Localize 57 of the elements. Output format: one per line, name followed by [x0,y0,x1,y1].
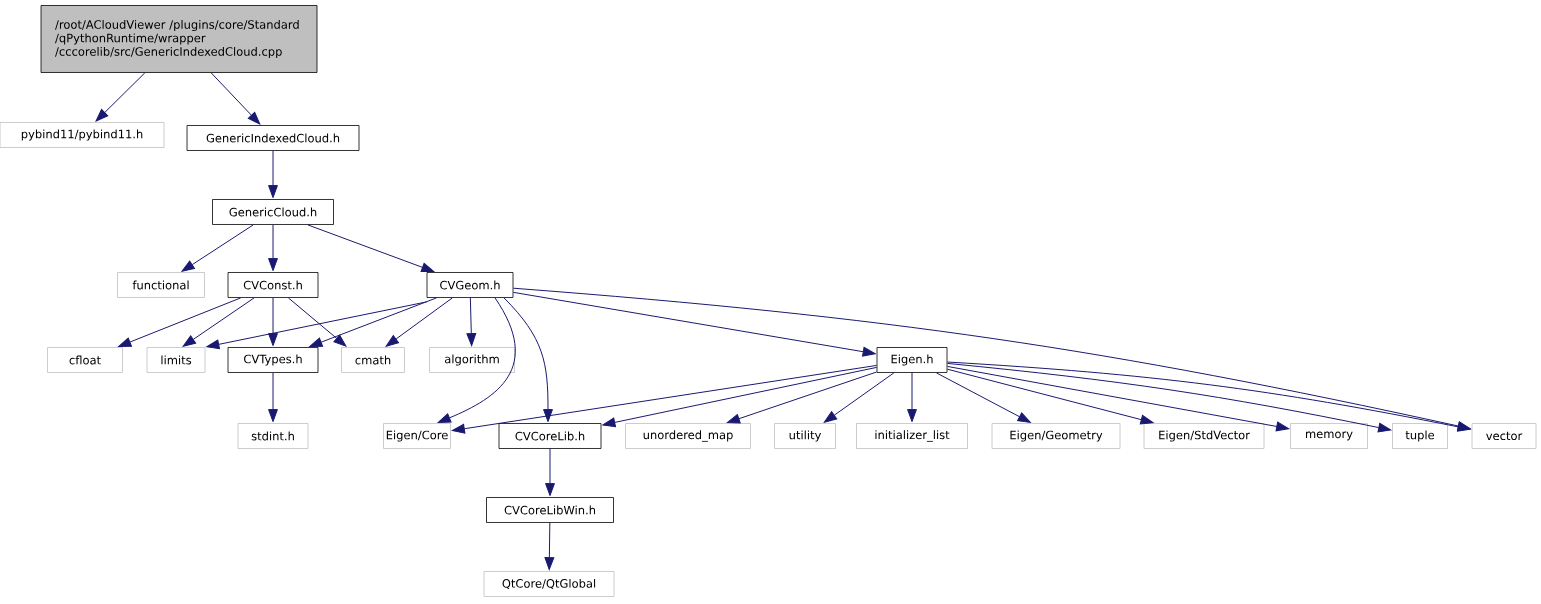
arrow [210,72,261,125]
header-box: utility [774,423,836,449]
header-box: cfloat [47,347,123,373]
header-box: stdint.h [237,423,309,449]
arrow [268,150,278,199]
arrow [503,297,553,423]
header-box: Eigen/StdVector [1143,423,1265,449]
arrow [451,364,878,434]
header-box: CVTypes.h [227,347,319,373]
arrow [309,297,437,348]
arrow [907,372,917,423]
arrow [946,365,1290,432]
header-box: vector [1471,423,1537,449]
arrow [206,301,428,350]
arrow [726,371,878,424]
arrow [437,297,516,423]
header-box: unordered_map [625,423,751,449]
arrow [268,224,278,272]
arrow [935,372,1031,423]
arrow [512,291,876,357]
header-box: functional [117,272,205,298]
arrow [823,372,895,423]
header-box: cmath [341,347,405,373]
header-box: CVCoreLibWin.h [486,497,614,523]
header-box: CVGeom.h [426,272,514,298]
header-box: Eigen/Geometry [991,423,1121,449]
header-box: tuple [1392,423,1448,449]
header-box: limits [146,347,206,373]
file-box: /root/ACloudViewer /plugins/core/Standard /qPythonRuntime/wrapper /cccorelib/src/GenericIndexedCloud.cpp [40,5,318,73]
header-box: GenericCloud.h [212,199,334,225]
header-box: memory [1290,423,1368,449]
header-box: pybind11/pybind11.h [0,122,165,148]
arrow [181,224,254,272]
arrow [268,297,278,347]
header-box: algorithm [429,347,515,373]
arrow [545,448,555,497]
header-box: Eigen.h [876,347,948,373]
arrow [268,372,278,423]
header-box: QtCore/QtGlobal [483,571,615,597]
header-box: CVConst.h [227,272,319,298]
arrow [544,522,555,571]
arrow [946,362,1392,433]
arrow [118,297,242,348]
header-box: GenericIndexedCloud.h [186,125,360,151]
arrow [182,297,255,347]
arrow [385,297,453,347]
arrow [287,297,347,347]
header-box: initializer_list [856,423,968,449]
arrow [512,287,1471,431]
arrow [95,72,146,122]
arrow [602,366,878,428]
arrow [946,368,1154,425]
arrow [946,361,1471,432]
arrow [466,297,477,347]
header-box: Eigen/Core [383,423,451,449]
header-box: CVCoreLib.h [498,423,602,449]
arrow [307,224,435,273]
